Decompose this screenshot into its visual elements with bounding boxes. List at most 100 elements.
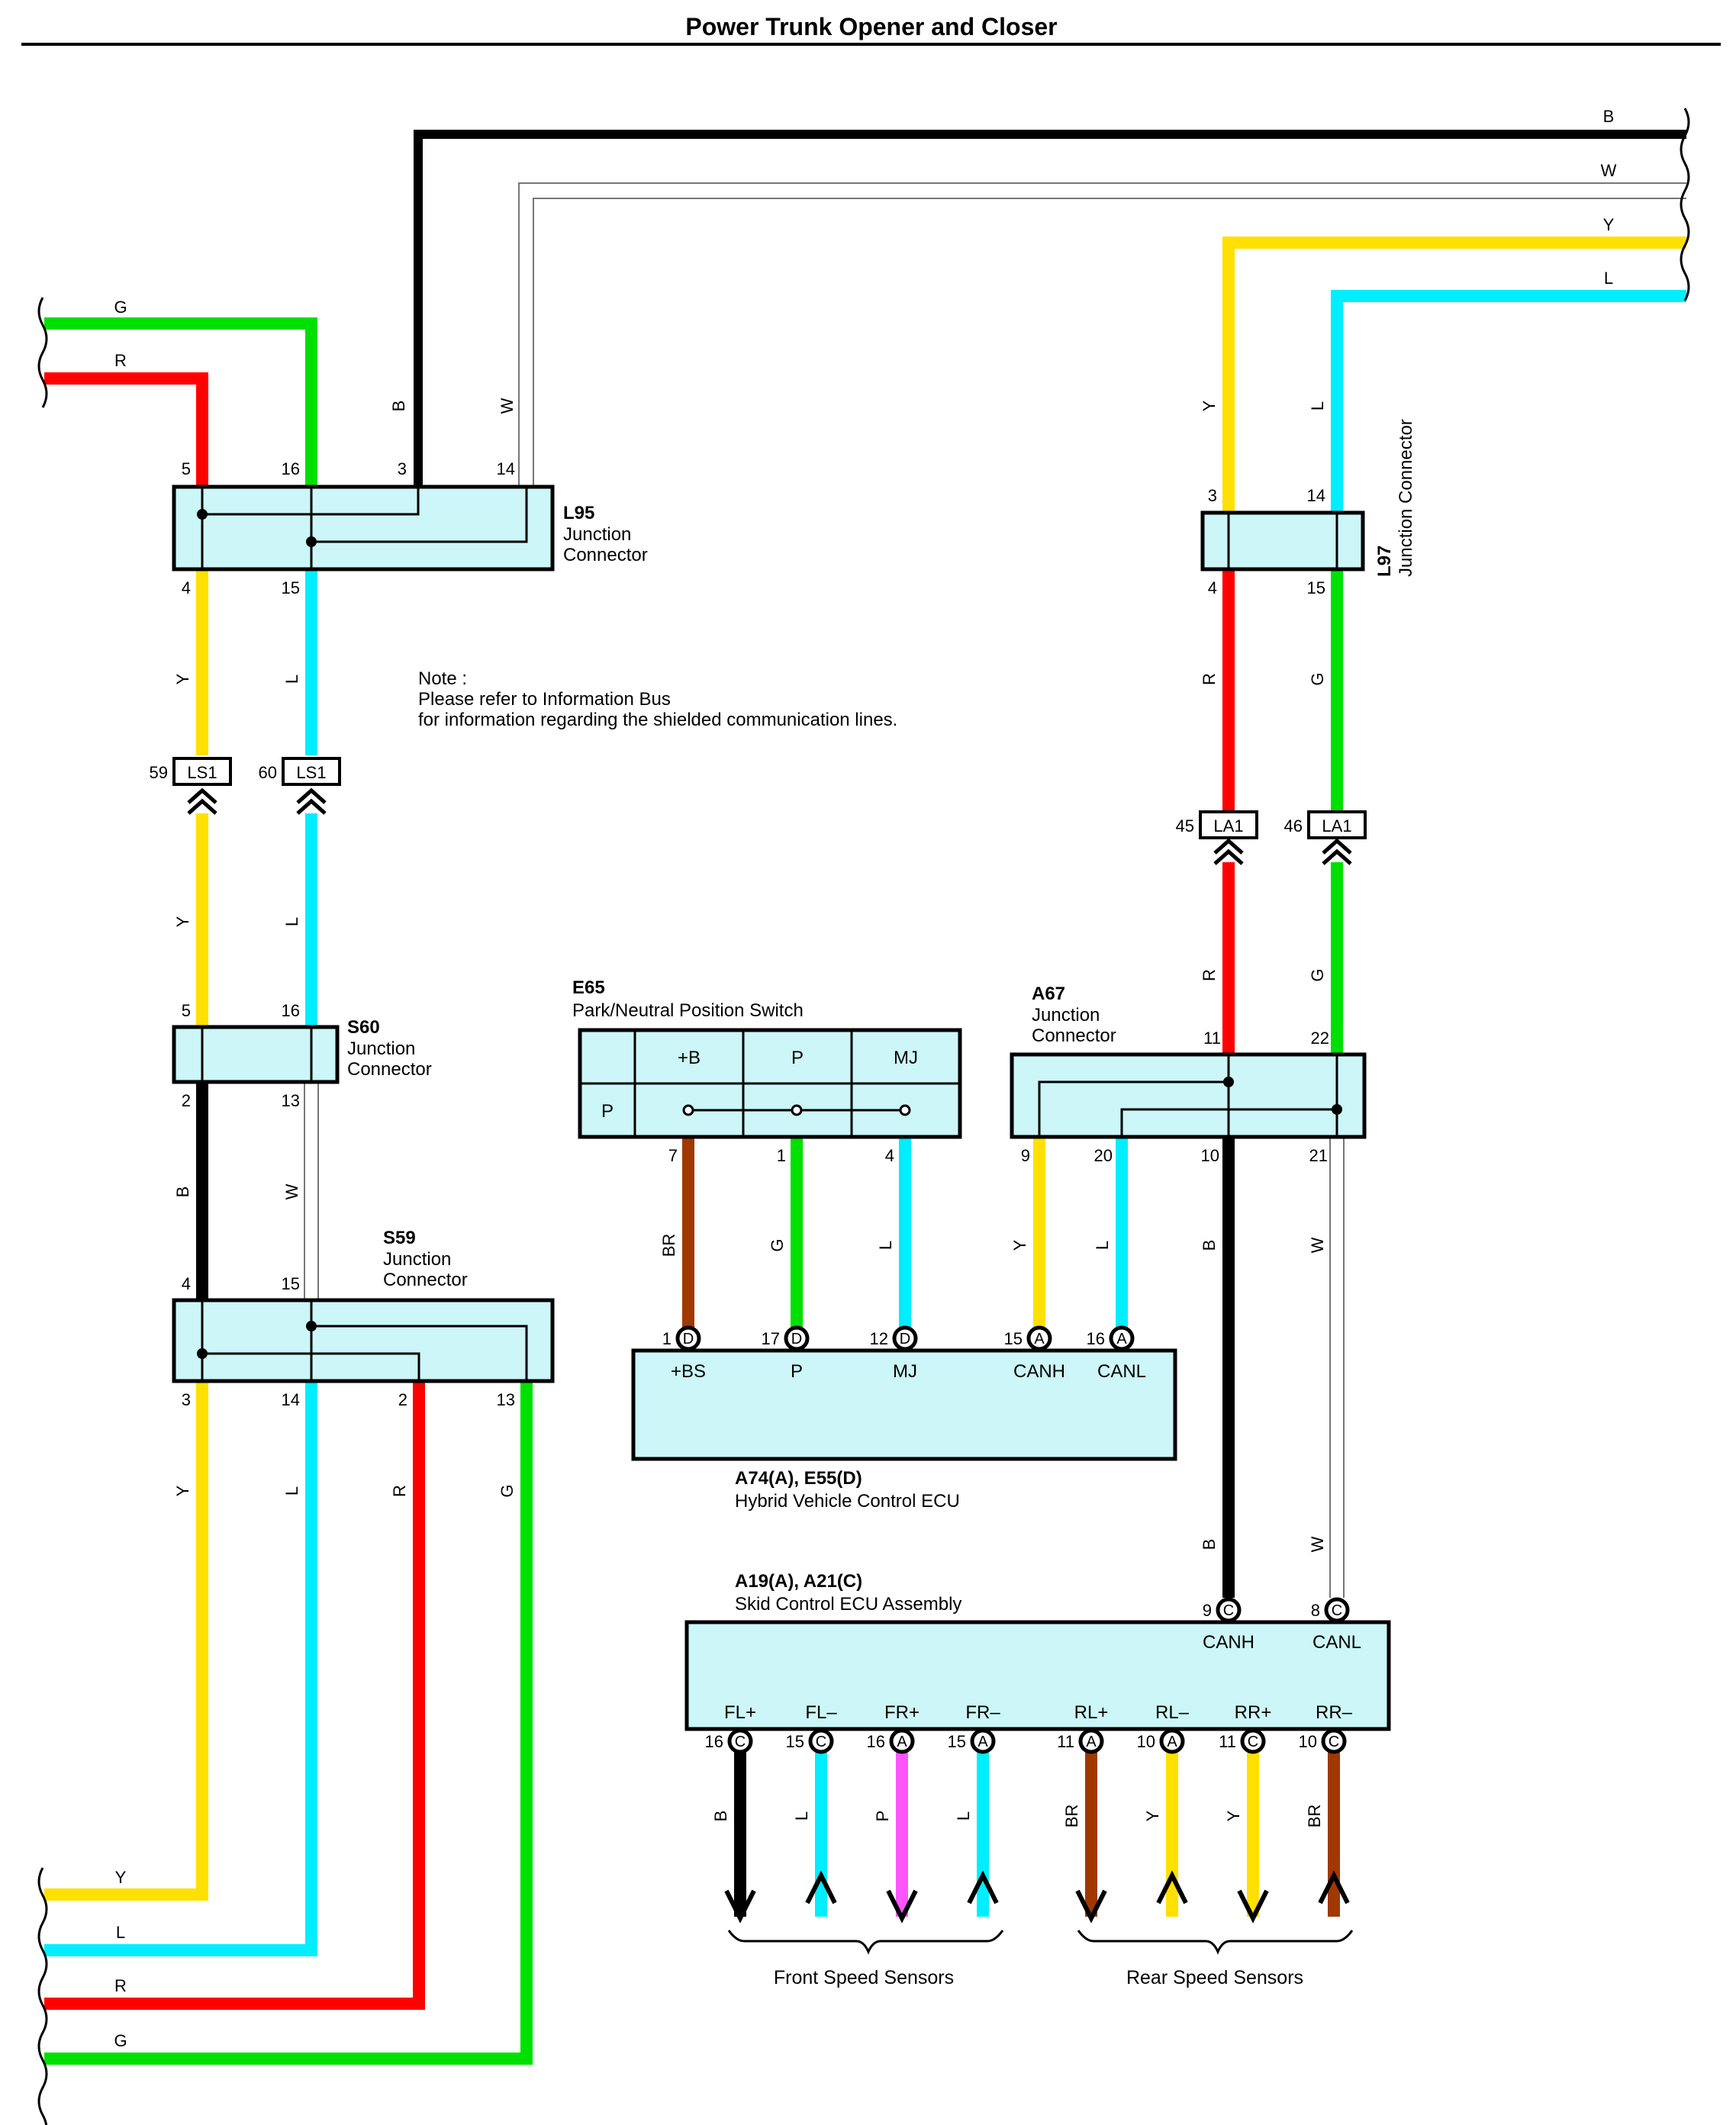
- ls1-chevron-y: [187, 787, 217, 815]
- wire-label: G: [498, 1484, 517, 1497]
- sensor-arrow-in-icon: [1156, 1870, 1188, 1904]
- terminal-pin-number: 10: [1137, 1732, 1155, 1751]
- front-sensors-bracket: [727, 1930, 1004, 1955]
- connector-la1: LA1 45 LA1 46: [1176, 810, 1367, 865]
- ls1-pin-y: 59: [150, 763, 168, 782]
- wire-label: R: [114, 1976, 127, 1995]
- wire-g-left-top: [44, 317, 317, 487]
- e65-switch-node: [791, 1104, 803, 1116]
- wire-y-left-bottom: [44, 1381, 208, 1901]
- sensor-arrow-out-icon: [724, 1889, 756, 1924]
- pin-label: 5: [182, 459, 191, 478]
- connector-l95-splice: [306, 536, 317, 547]
- wire-label: W: [282, 1183, 301, 1199]
- connector-l97-box: [1200, 510, 1365, 571]
- wire-r-left-top: [44, 372, 208, 487]
- hv-ecu-code: A74(A), E55(D): [735, 1468, 862, 1489]
- la1-box-r: [1199, 810, 1258, 839]
- rear-sensors-label: Rear Speed Sensors: [1126, 1967, 1303, 1988]
- skid-ecu-name: Skid Control ECU Assembly: [735, 1594, 961, 1615]
- terminal-connector-letter: C: [1248, 1734, 1258, 1750]
- connector-s59-splice: [306, 1321, 317, 1331]
- wire-label: W: [1308, 1237, 1327, 1253]
- pin-label: 5: [182, 1001, 191, 1020]
- pin-label: 7: [668, 1146, 678, 1165]
- e65-row-label: P: [601, 1101, 614, 1122]
- terminal-pin-number: 1: [662, 1329, 672, 1348]
- terminal-pin-number: 15: [1004, 1329, 1023, 1348]
- e65-col-label: MJ: [894, 1048, 918, 1068]
- pin-label: 4: [1208, 578, 1217, 597]
- wire-label: L: [1604, 269, 1613, 288]
- skid-ecu-code: A19(A), A21(C): [735, 1571, 862, 1592]
- terminal-pin-circle: [1026, 1325, 1052, 1351]
- front-sensors-label: Front Speed Sensors: [774, 1967, 954, 1988]
- connector-s59-internal: [311, 1325, 528, 1381]
- connector-a67-box: [1010, 1052, 1367, 1139]
- pin-label: 11: [1203, 1029, 1221, 1048]
- connector-a67-code: A67: [1032, 984, 1065, 1004]
- terminal-connector-letter: C: [1332, 1602, 1342, 1619]
- diagram-title: Power Trunk Opener and Closer: [685, 13, 1057, 40]
- note-line-1: Note :: [418, 668, 467, 689]
- wire-label: R: [1200, 969, 1219, 981]
- wire-label: Y: [173, 916, 192, 927]
- terminal-connector-letter: A: [1086, 1734, 1097, 1750]
- wire-label: G: [768, 1238, 787, 1251]
- wire-b-top: [414, 130, 1686, 487]
- terminal-connector-letter: A: [1167, 1734, 1177, 1750]
- terminal-connector-letter: C: [735, 1734, 746, 1750]
- terminal-pin-circle: [808, 1728, 834, 1754]
- connector-s60-name2: Connector: [347, 1059, 432, 1080]
- terminal-pin-number: 10: [1299, 1732, 1317, 1751]
- wire-label: G: [114, 2031, 127, 2050]
- pin-label: 15: [282, 1274, 300, 1293]
- connector-s59-splice: [197, 1348, 208, 1359]
- wire-label: Y: [115, 1868, 127, 1887]
- wire-label: R: [114, 351, 127, 370]
- wire-w-top-outer: [518, 182, 1686, 487]
- terminal-pin-circle: [889, 1728, 915, 1754]
- wire-label: BR: [1305, 1805, 1324, 1828]
- la1-label-g: LA1: [1322, 816, 1351, 836]
- terminal-connector-letter: A: [978, 1734, 988, 1750]
- terminal-label: CANL: [1312, 1632, 1361, 1653]
- la1-chevron-g: [1322, 838, 1352, 865]
- terminal-pin-circle: [1240, 1728, 1266, 1754]
- wire-label: L: [954, 1811, 973, 1821]
- hv-control-ecu: A74(A), E55(D) Hybrid Vehicle Control EC…: [631, 1325, 1177, 1512]
- connector-l95-internal: [311, 487, 528, 543]
- ls1-box-y: [172, 757, 232, 786]
- pin-label: 9: [1021, 1146, 1030, 1165]
- terminal-label: +BS: [671, 1361, 706, 1382]
- connector-l97: L97 Junction Connector 3 14 4 15: [1200, 419, 1416, 597]
- terminal-pin-circle: [1109, 1325, 1135, 1351]
- wire-label: L: [1308, 401, 1327, 411]
- sensor-brackets: Front Speed Sensors Rear Speed Sensors: [727, 1930, 1354, 1988]
- connector-s59: S59 Junction Connector 4 15 3 14 2 13: [172, 1228, 555, 1409]
- terminal-label: CANH: [1203, 1632, 1254, 1653]
- terminal-pin-number: 16: [867, 1732, 885, 1751]
- terminal-label: FL–: [805, 1702, 837, 1723]
- connector-l97-code: L97: [1374, 546, 1395, 577]
- pin-label: 14: [1307, 486, 1325, 505]
- connector-a67-name2: Connector: [1032, 1025, 1116, 1046]
- pin-label: 20: [1094, 1146, 1113, 1165]
- wire-label: W: [498, 398, 517, 414]
- sensor-arrow-out-icon: [1075, 1889, 1107, 1924]
- terminal-connector-letter: C: [1223, 1602, 1234, 1619]
- wire-label: L: [282, 917, 301, 926]
- connector-s60-code: S60: [347, 1017, 380, 1038]
- terminal-pin-circle: [727, 1728, 753, 1754]
- e65-switch-node: [682, 1104, 694, 1116]
- terminal-pin-circle: [675, 1325, 701, 1351]
- connector-s60: S60 Junction Connector 5 16 2 13: [172, 1001, 432, 1110]
- terminal-connector-letter: C: [1329, 1734, 1339, 1750]
- terminal-label: CANH: [1013, 1361, 1065, 1382]
- connector-s60-box: [172, 1025, 340, 1084]
- ls1-chevron-l: [296, 787, 327, 815]
- ls1-pin-l: 60: [259, 763, 277, 782]
- terminal-pin-circle: [1321, 1728, 1347, 1754]
- terminal-pin-number: 9: [1203, 1601, 1212, 1620]
- terminal-label: P: [791, 1361, 803, 1382]
